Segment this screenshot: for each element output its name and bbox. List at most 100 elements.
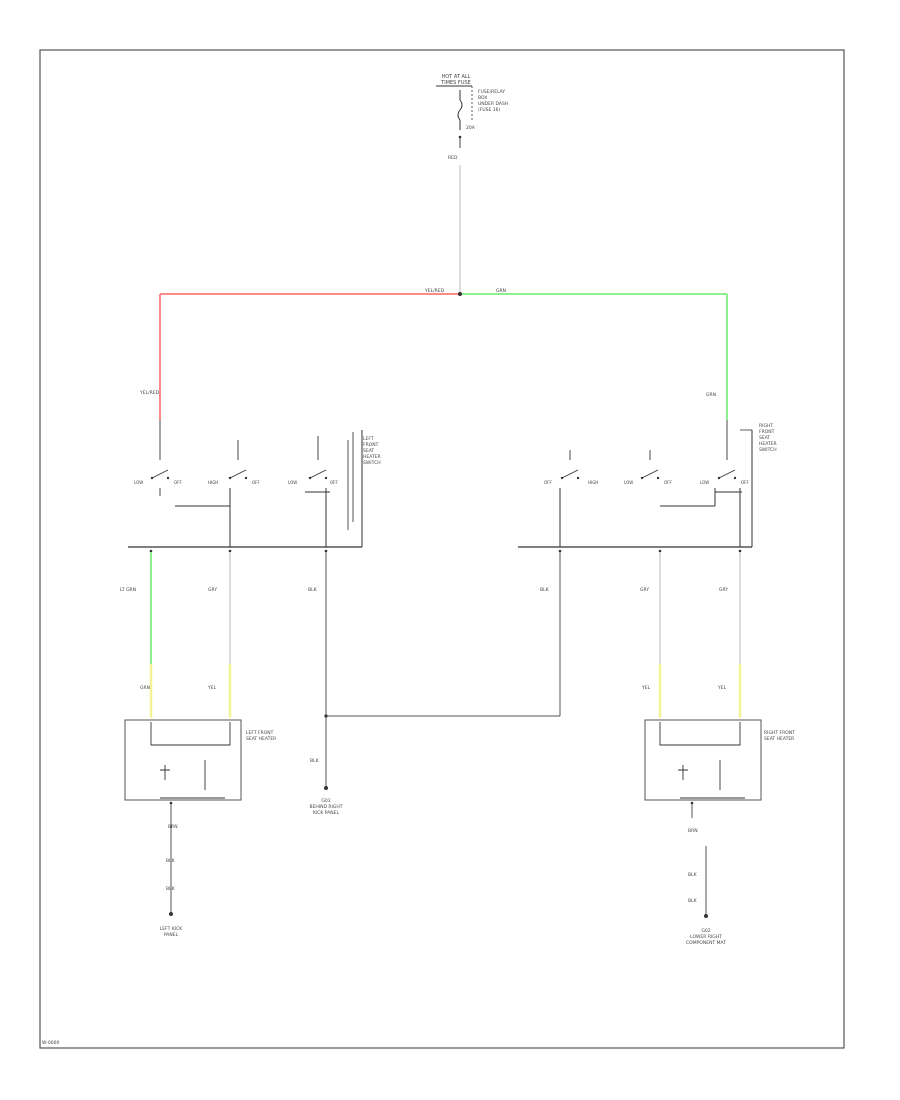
- right-switch-label-1: OFF: [544, 480, 552, 485]
- fuse-wire-label: RED: [448, 155, 458, 161]
- right-switch-title-1: RIGHT: [759, 423, 773, 429]
- left-contact-1-pin-b: [166, 476, 170, 480]
- left-heater-element: [150, 722, 231, 746]
- right-ground-wire-1: BRN: [688, 828, 698, 834]
- left-contact-1-blade: [151, 469, 169, 479]
- left-switch-label-3: HIGH: [208, 480, 218, 485]
- right-switch-label-3: LOW: [624, 480, 633, 485]
- right-contact-1-blade: [561, 469, 579, 479]
- splice-wire-left: YEL/RED: [424, 288, 445, 294]
- left-out-pin-3: [324, 549, 328, 553]
- left-heater-thermostat: [160, 760, 206, 790]
- right-contact-2-pin-a: [640, 476, 644, 480]
- right-contact-3-pin-a: [717, 476, 721, 480]
- right-ground-name-3: COMPONENT MAT: [686, 940, 726, 946]
- left-contact-2-pin-b: [244, 476, 248, 480]
- right-switch-label-6: OFF: [741, 480, 749, 485]
- left-ground-wire-3: BLK: [166, 886, 176, 892]
- right-switch-title-4: HEATER: [759, 441, 777, 447]
- right-feed-wire-label: GRN: [706, 392, 716, 398]
- right-heater-gnd-pin: [690, 801, 694, 805]
- top-fuse-side-2: BOX: [478, 95, 487, 101]
- right-contact-2-blade: [641, 469, 659, 479]
- left-heater-name-2: SEAT HEATER: [246, 736, 276, 742]
- center-ground-point: [324, 786, 328, 790]
- left-switch-label-6: OFF: [330, 480, 338, 485]
- left-front-seat-heater: GRN YEL LEFT FRONT SEAT HEATER BRN BLK B…: [124, 664, 276, 938]
- right-switch-title-5: SWITCH: [759, 447, 777, 453]
- right-out-wire-3: GRY: [719, 587, 728, 593]
- top-fuse-name-1: HOT AT ALL: [441, 74, 470, 80]
- left-switch-title-3: SEAT: [363, 448, 374, 454]
- right-heater-thermostat: [678, 760, 721, 790]
- left-ground-wire-1: BRN: [168, 824, 178, 830]
- left-switch-label-1: LOW: [134, 480, 143, 485]
- top-fuse-side-1: FUSE/RELAY: [478, 89, 505, 95]
- right-heater-wire-1: YEL: [641, 685, 651, 691]
- left-output-wires: LT GRN GRY BLK: [120, 549, 328, 716]
- top-fuse-side-4: (FUSE 16): [478, 107, 500, 113]
- left-heater-wire-2: YEL: [207, 685, 217, 691]
- left-out-wire-2: GRY: [208, 587, 217, 593]
- left-ground-point: [169, 912, 173, 916]
- center-join-splice: [324, 714, 328, 718]
- left-feed-wire-label: YEL/RED: [139, 390, 160, 396]
- right-switch-label-5: LOW: [700, 480, 709, 485]
- fuse-connector-pin: [458, 135, 462, 139]
- right-out-wire-1: BLK: [540, 587, 550, 593]
- top-fuse-side-3: UNDER DASH: [478, 101, 508, 107]
- left-heater-name-1: LEFT FRONT: [246, 730, 274, 736]
- left-contact-3-pin-b: [324, 476, 328, 480]
- left-contact-2-blade: [229, 469, 247, 479]
- left-switch-label-5: LOW: [288, 480, 297, 485]
- right-heater-element: [659, 722, 741, 746]
- right-heater-name-1: RIGHT FRONT: [764, 730, 795, 736]
- left-switch-title-4: HEATER: [363, 454, 381, 460]
- center-ground-name-2: BEHIND RIGHT: [310, 804, 343, 810]
- right-heater-name-2: SEAT HEATER: [764, 736, 794, 742]
- right-seat-heater-switch: GRN RIGHT FRONT SEAT HEATER SWITCH OFF H…: [518, 392, 777, 548]
- right-contact-3-pin-b: [733, 476, 737, 480]
- right-heater-wire-2: YEL: [717, 685, 727, 691]
- splice-wire-right: GRN: [496, 288, 506, 294]
- footer-code: W-0000: [42, 1040, 59, 1046]
- left-contact-2-pin-a: [228, 476, 232, 480]
- diagram-frame: [39, 49, 845, 1049]
- right-contact-3-blade: [718, 469, 736, 479]
- top-fuse-name-2: TIMES FUSE: [440, 80, 471, 86]
- left-switch-label-2: OFF: [174, 480, 182, 485]
- left-switch-title-1: LEFT: [363, 436, 374, 442]
- left-out-pin-2: [228, 549, 232, 553]
- left-contact-3-pin-a: [308, 476, 312, 480]
- left-switch-label-4: OFF: [252, 480, 260, 485]
- feed-splice: [458, 292, 462, 296]
- left-out-wire-3: BLK: [308, 587, 318, 593]
- center-ground-wire: BLK: [310, 758, 320, 764]
- right-ground-point: [704, 914, 708, 918]
- right-front-seat-heater: YEL YEL RIGHT FRONT SEAT HEATER BRN BLK …: [641, 664, 795, 946]
- right-contact-1-pin-b: [576, 476, 580, 480]
- left-heater-gnd-pin: [169, 801, 173, 805]
- right-out-pin-3: [738, 549, 742, 553]
- right-switch-title-2: FRONT: [759, 429, 775, 435]
- left-ground-name-1: LEFT KICK: [160, 926, 183, 932]
- center-ground-name-1: G01: [321, 798, 330, 804]
- right-contact-2-pin-b: [656, 476, 660, 480]
- right-heater-box: [644, 719, 762, 801]
- top-fuse-group: HOT AT ALL TIMES FUSE FUSE/RELAY BOX UND…: [436, 74, 508, 161]
- right-output-wires: BLK GRY GRY: [540, 549, 742, 664]
- left-out-wire-1: LT GRN: [120, 587, 136, 593]
- left-contact-3-blade: [309, 469, 327, 479]
- right-ground-wire-2: BLK: [688, 872, 698, 878]
- right-switch-label-2: HIGH: [588, 480, 598, 485]
- left-out-pin-1: [149, 549, 153, 553]
- left-seat-heater-switch: YEL/RED LEFT FRONT SEAT HEATER SWITCH LO…: [128, 390, 381, 548]
- right-switch-title-3: SEAT: [759, 435, 770, 441]
- right-ground-wire-3: BLK: [688, 898, 698, 904]
- right-out-pin-2: [658, 549, 662, 553]
- left-switch-title-5: SWITCH: [363, 460, 381, 466]
- left-ground-wire-2: BLK: [166, 858, 176, 864]
- left-heater-box: [124, 719, 242, 801]
- right-ground-name-2: LOWER RIGHT: [690, 934, 722, 940]
